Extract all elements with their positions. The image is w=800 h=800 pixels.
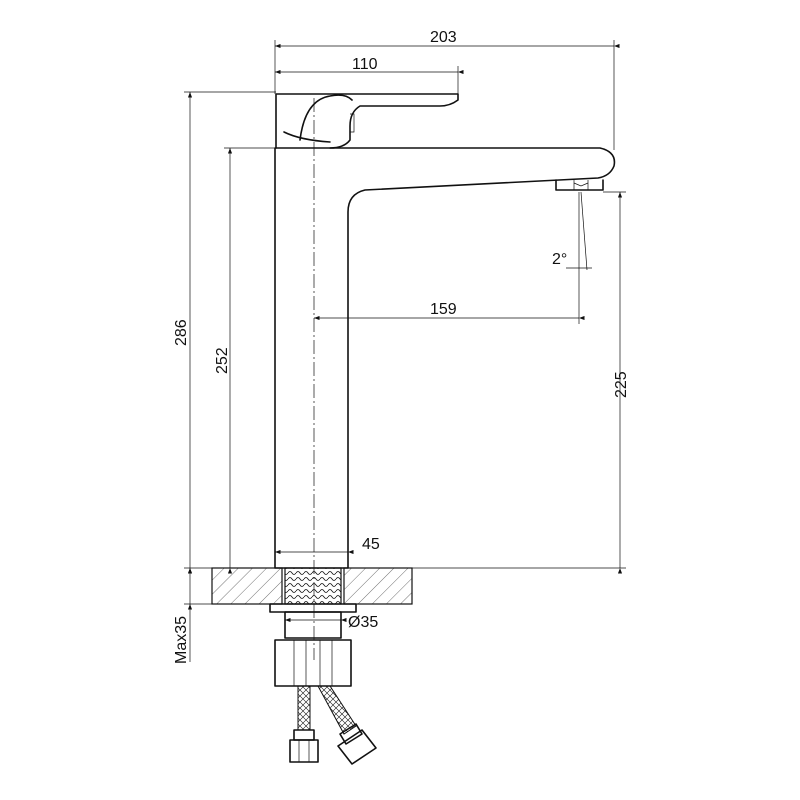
dimension-lines (184, 40, 626, 662)
mounting-hardware (269, 603, 357, 687)
dim-handle-length: 110 (352, 56, 378, 73)
flexible-hoses (289, 685, 377, 765)
dim-spout-angle: 2° (552, 251, 567, 268)
handle-lever (275, 93, 459, 149)
dim-spout-reach: 159 (430, 301, 457, 318)
dim-total-height: 286 (173, 319, 190, 346)
dim-body-width: 45 (362, 536, 380, 553)
dim-body-height: 252 (214, 347, 231, 374)
dim-max-counter-thickness: Max35 (173, 616, 190, 664)
dim-outlet-height: 225 (613, 371, 630, 398)
faucet-body (274, 147, 616, 569)
dim-overall-reach: 203 (430, 29, 457, 46)
countertop-section (211, 567, 413, 605)
dim-thread-diameter: Ø35 (348, 614, 378, 631)
